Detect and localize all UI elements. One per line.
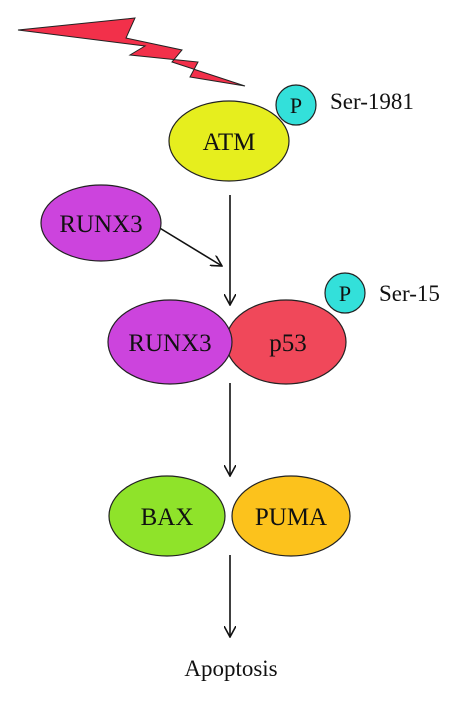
lightning-bolt-icon	[17, 17, 246, 87]
phospho-badge-atm	[275, 84, 317, 126]
atm-site-label: Ser-1981	[330, 89, 414, 114]
runx3-label: RUNX3	[59, 211, 142, 238]
bax-node	[108, 475, 226, 557]
bax-label: BAX	[141, 504, 194, 531]
phospho-badge-p53	[324, 272, 366, 314]
p53-site-label: Ser-15	[379, 281, 440, 306]
arrow-runx3-to-pathway	[157, 226, 222, 266]
atm-node	[168, 100, 290, 182]
runx3-complex-node	[107, 299, 233, 385]
p53-label: p53	[269, 330, 307, 357]
apoptosis-label: Apoptosis	[184, 656, 277, 681]
puma-label: PUMA	[255, 504, 327, 531]
phospho-badge-atm-label: P	[290, 93, 302, 118]
runx3-complex-label: RUNX3	[128, 330, 211, 357]
runx3-node	[40, 184, 162, 262]
puma-node	[231, 475, 351, 557]
phospho-badge-p53-label: P	[339, 281, 351, 306]
atm-label: ATM	[203, 129, 256, 156]
